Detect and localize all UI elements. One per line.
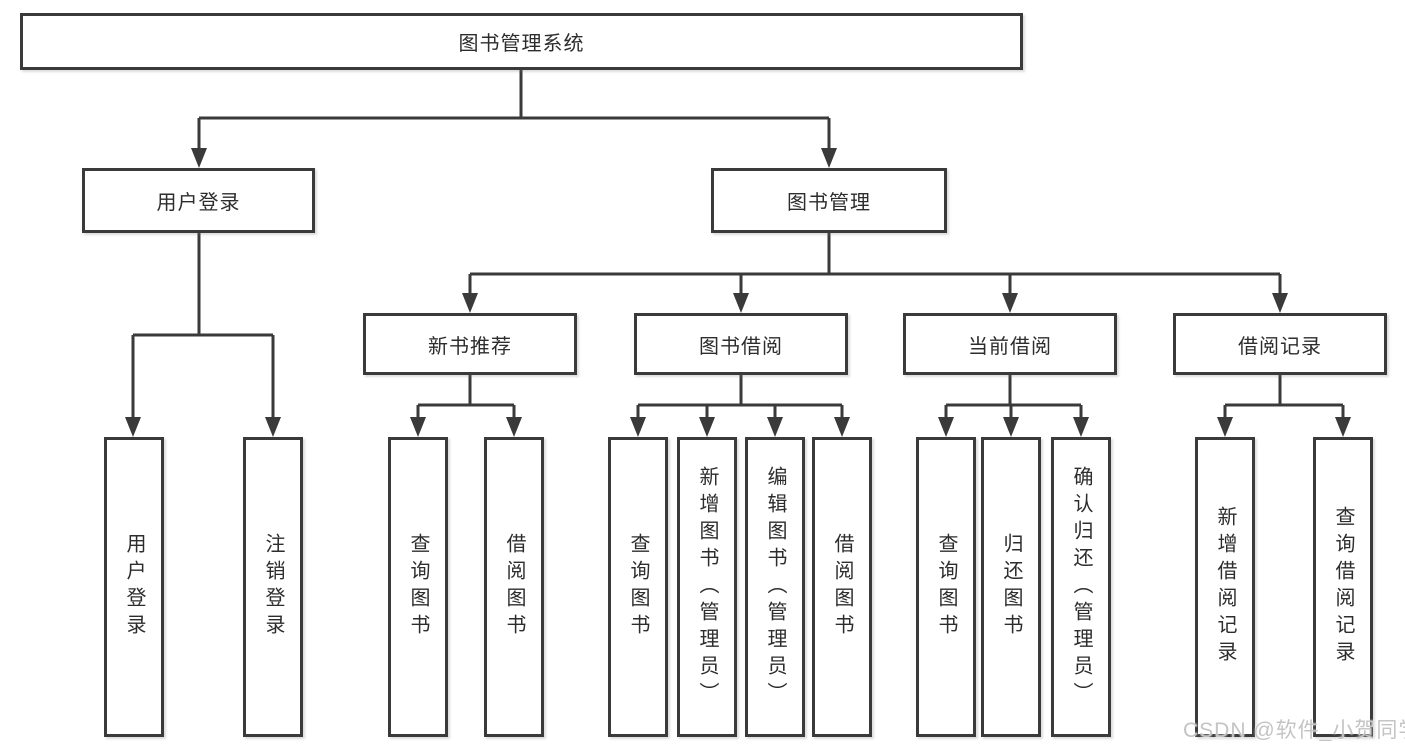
node-borrow-records-label: 借阅记录 [1238, 335, 1322, 358]
leaf-query-book-recommend: 查询图书 [388, 437, 448, 737]
leaf-add-borrow-record-label: 新增借阅记录 [1214, 506, 1236, 668]
leaf-query-borrow-record: 查询借阅记录 [1313, 437, 1373, 737]
leaf-return-book: 归还图书 [981, 437, 1041, 737]
leaf-logout-label: 注销登录 [262, 533, 284, 641]
node-current-borrow-label: 当前借阅 [968, 335, 1052, 358]
edge-new-book-children [416, 375, 516, 419]
leaf-borrow-book: 借阅图书 [812, 437, 872, 737]
csdn-watermark: CSDN @软件_小贺同学 [1183, 719, 1405, 742]
node-book-borrow-label: 图书借阅 [699, 335, 783, 358]
leaf-query-book-borrow: 查询图书 [608, 437, 668, 737]
edge-current-borrow-children [944, 375, 1083, 419]
leaf-add-borrow-record: 新增借阅记录 [1195, 437, 1255, 737]
leaf-borrow-book-label: 借阅图书 [831, 533, 853, 641]
leaf-logout: 注销登录 [243, 437, 303, 737]
node-root-library-system: 图书管理系统 [20, 13, 1023, 70]
leaf-edit-book-admin: 编辑图书（管理员） [745, 437, 805, 737]
edge-book-management-children [468, 233, 1282, 295]
node-borrow-records: 借阅记录 [1173, 313, 1387, 375]
node-book-management: 图书管理 [711, 168, 947, 233]
node-user-login-label: 用户登录 [156, 192, 241, 214]
leaf-add-book-admin-label: 新增图书（管理员） [696, 465, 718, 709]
edge-user-login-children [131, 233, 275, 419]
node-book-borrow: 图书借阅 [634, 313, 848, 375]
leaf-query-book-recommend-label: 查询图书 [407, 533, 429, 641]
arrowheads [125, 148, 1351, 437]
leaf-query-borrow-record-label: 查询借阅记录 [1332, 506, 1354, 668]
edge-root-to-level2 [197, 70, 831, 150]
leaf-edit-book-admin-label: 编辑图书（管理员） [764, 465, 786, 709]
node-new-book-recommend-label: 新书推荐 [428, 335, 512, 358]
node-new-book-recommend: 新书推荐 [363, 313, 577, 375]
leaf-borrow-book-recommend-label: 借阅图书 [503, 533, 525, 641]
node-user-login: 用户登录 [82, 168, 315, 233]
leaf-return-book-label: 归还图书 [1000, 533, 1022, 641]
node-root-label: 图书管理系统 [458, 33, 585, 55]
leaf-confirm-return-admin: 确认归还（管理员） [1051, 437, 1111, 737]
leaf-add-book-admin: 新增图书（管理员） [677, 437, 737, 737]
edge-borrow-records-children [1223, 375, 1345, 419]
leaf-borrow-book-recommend: 借阅图书 [484, 437, 544, 737]
leaf-query-book-current-label: 查询图书 [935, 533, 957, 641]
leaf-user-login-label: 用户登录 [123, 533, 145, 641]
leaf-query-book-current: 查询图书 [916, 437, 976, 737]
leaf-confirm-return-admin-label: 确认归还（管理员） [1070, 465, 1092, 709]
node-current-borrow: 当前借阅 [903, 313, 1117, 375]
node-book-management-label: 图书管理 [787, 192, 871, 214]
leaf-user-login: 用户登录 [104, 437, 164, 737]
leaf-query-book-borrow-label: 查询图书 [627, 533, 649, 641]
edge-book-borrow-children [636, 375, 844, 419]
